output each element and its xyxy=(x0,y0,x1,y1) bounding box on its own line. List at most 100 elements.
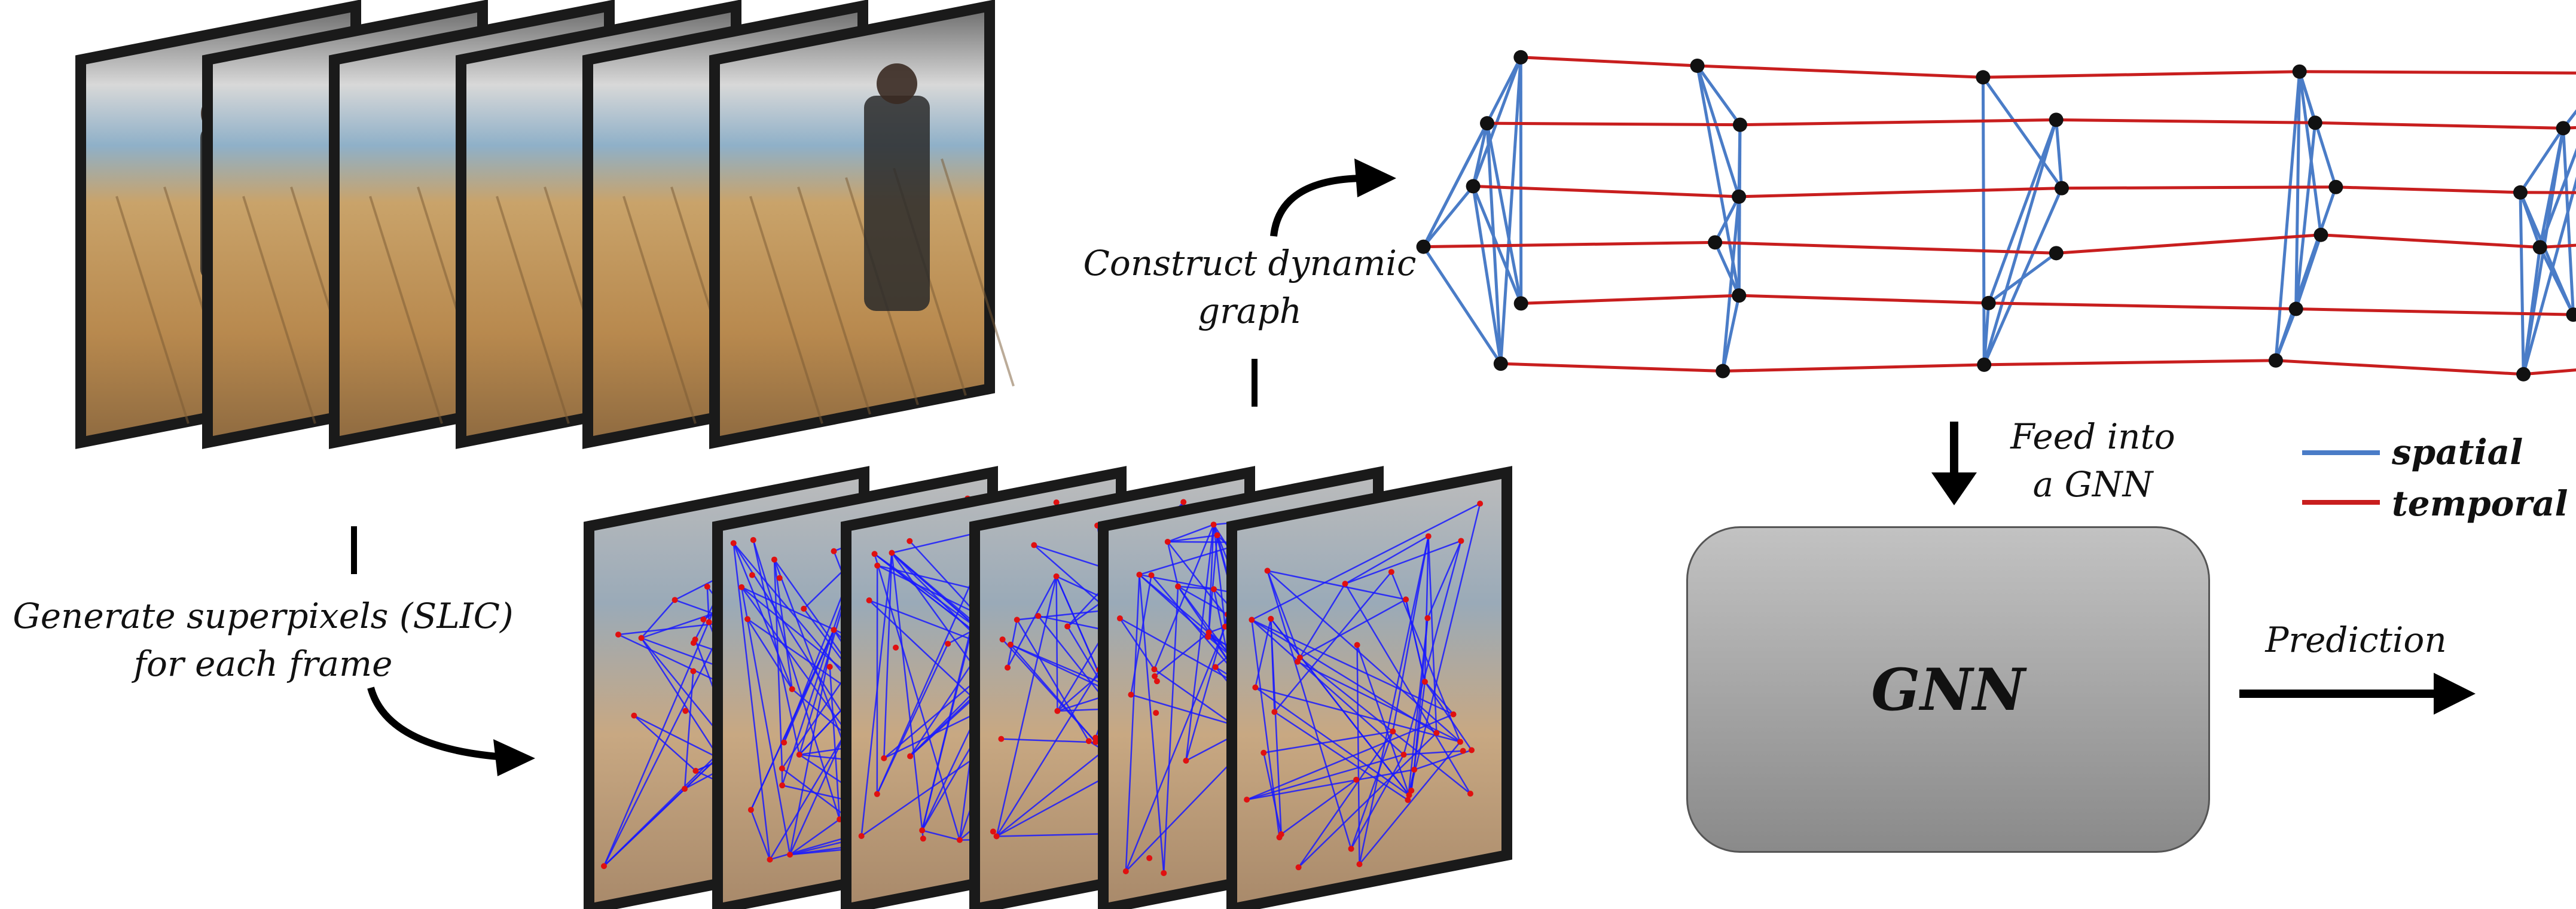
spatial-edge xyxy=(1422,185,1475,248)
label-construct-line2: graph xyxy=(1198,291,1302,331)
arrow-to-graph xyxy=(1270,175,1364,237)
spatial-edge xyxy=(1982,303,1991,365)
graph-node xyxy=(1732,288,1747,303)
graph-node xyxy=(1708,235,1723,250)
temporal-edge xyxy=(2321,233,2540,249)
temporal-edge xyxy=(2315,121,2563,130)
spatial-edge xyxy=(1721,196,1741,371)
temporal-edge xyxy=(1983,70,2300,79)
spatial-edge xyxy=(2274,71,2302,361)
graph-node xyxy=(1716,364,1730,379)
spatial-edge xyxy=(2055,120,2064,188)
temporal-edge xyxy=(2275,359,2524,376)
temporal-edge xyxy=(2061,185,2336,190)
spatial-edge xyxy=(1713,242,1741,297)
temporal-edge xyxy=(1715,240,2056,255)
temporal-edge xyxy=(2296,307,2574,316)
graph-node xyxy=(1977,357,1992,372)
temporal-edge xyxy=(2056,118,2315,124)
video-frame-stack xyxy=(75,0,1015,449)
superpixel-frame xyxy=(1226,466,1512,909)
spatial-edge xyxy=(2298,71,2322,236)
graph-node xyxy=(2328,179,2343,194)
temporal-edge xyxy=(1739,118,2056,127)
graph-node xyxy=(2308,115,2322,130)
spatial-edge xyxy=(2538,148,2576,248)
spatial-edge xyxy=(1696,65,1741,126)
spatial-edge xyxy=(1721,295,1741,372)
dynamic-graph xyxy=(1416,50,2576,382)
temporal-edge xyxy=(1487,121,1740,127)
gnn-label: GNN xyxy=(1871,655,2025,724)
prediction-arrow-head xyxy=(2434,673,2476,715)
feed-arrow-head xyxy=(1931,472,1977,505)
graph-node xyxy=(2516,367,2531,382)
graph-node xyxy=(1690,58,1705,73)
temporal-edge xyxy=(1739,294,1989,305)
label-feed-line2: a GNN xyxy=(2032,464,2153,505)
spatial-edge xyxy=(1713,196,1741,243)
graph-node xyxy=(2556,121,2571,136)
temporal-edge xyxy=(1697,64,1983,79)
label-construct-line1: Construct dynamic xyxy=(1083,243,1417,283)
temporal-edge xyxy=(2520,191,2576,194)
graph-node xyxy=(1732,117,1747,132)
spatial-edge xyxy=(1982,76,2063,190)
graph-node xyxy=(2049,112,2064,127)
graph-node xyxy=(1416,239,1431,254)
temporal-edge xyxy=(1739,187,2062,199)
label-construct-graph: Construct dynamic graph xyxy=(1070,239,1429,335)
graph-node xyxy=(1981,295,1996,310)
spatial-edge xyxy=(2522,176,2576,375)
label-superpixels-line1: Generate superpixels (SLIC) xyxy=(13,596,514,636)
graph-node xyxy=(1732,189,1747,204)
legend-label-spatial: spatial xyxy=(2392,432,2523,472)
spatial-edge xyxy=(1422,123,1489,248)
temporal-edge xyxy=(2523,368,2576,376)
graph-node xyxy=(2513,185,2528,200)
graph-node xyxy=(1513,296,1528,311)
graph-node xyxy=(1466,179,1481,194)
graph-node xyxy=(1513,50,1528,65)
temporal-edge xyxy=(1988,301,2296,311)
spatial-edge xyxy=(1422,246,1502,365)
label-feed-gnn: Feed into a GNN xyxy=(1973,413,2212,508)
temporal-edge xyxy=(1984,359,2276,367)
legend-label-temporal: temporal xyxy=(2392,483,2568,524)
graph-node xyxy=(2288,301,2303,316)
arrow-head-graph xyxy=(1354,158,1396,197)
spatial-edge xyxy=(2562,109,2576,129)
spatial-edge xyxy=(2294,123,2317,309)
spatial-edge xyxy=(2538,246,2575,316)
label-superpixels-line2: for each frame xyxy=(133,643,393,684)
temporal-edge xyxy=(2056,233,2321,255)
temporal-edge xyxy=(1500,362,1723,373)
label-feed-line1: Feed into xyxy=(2010,416,2175,457)
spatial-edge xyxy=(2562,128,2575,315)
spatial-edge xyxy=(2522,247,2542,375)
temporal-edge xyxy=(1723,363,1985,373)
arrow-to-superpixels xyxy=(367,687,527,762)
arrow-head-superpixels xyxy=(493,739,535,776)
temporal-edge xyxy=(2299,70,2576,75)
temporal-edge xyxy=(1521,294,1739,305)
spatial-edge xyxy=(1499,57,1522,364)
video-frame xyxy=(709,0,1015,449)
spatial-edge xyxy=(2294,71,2302,309)
spatial-edge xyxy=(1472,123,1489,187)
label-generate-superpixels: Generate superpixels (SLIC) for each fra… xyxy=(0,592,526,688)
superpixel-frame-stack xyxy=(584,466,1512,909)
temporal-edge xyxy=(1521,56,1698,68)
temporal-edge xyxy=(2336,185,2521,194)
graph-node xyxy=(2292,64,2307,79)
spatial-edge xyxy=(1982,119,2058,365)
graph-node xyxy=(2049,246,2064,261)
spatial-edge xyxy=(1485,123,1503,364)
temporal-edge xyxy=(1473,184,1739,199)
graph-node xyxy=(2268,353,2283,368)
spatial-edge xyxy=(1696,65,1741,197)
graph-node xyxy=(2566,307,2576,322)
spatial-edge xyxy=(1472,186,1503,364)
